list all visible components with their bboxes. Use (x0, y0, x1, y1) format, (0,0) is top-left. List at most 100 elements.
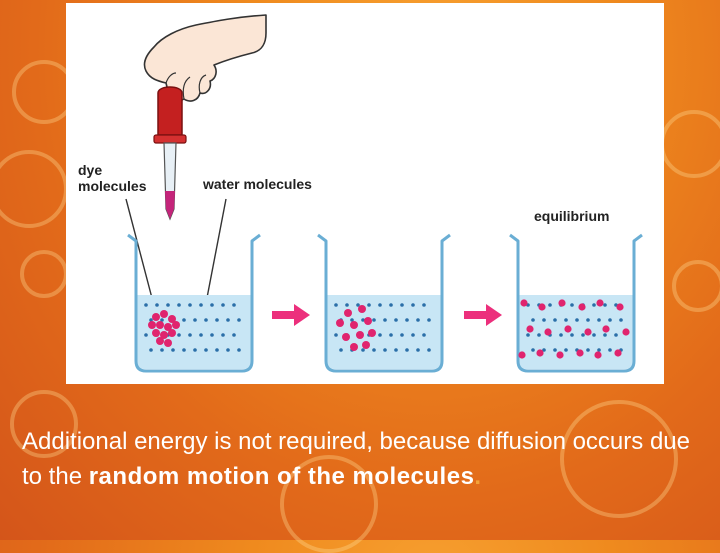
water-molecule (237, 318, 241, 322)
dye-molecule (356, 331, 364, 339)
water-molecule (422, 303, 426, 307)
water-molecule (166, 303, 170, 307)
water-molecule (411, 333, 415, 337)
dye-molecule (362, 341, 370, 349)
dye-molecule (358, 305, 366, 313)
water-molecule (182, 348, 186, 352)
diffusion-figure: dye molecules water molecules equilibriu… (66, 3, 664, 384)
dye-molecule (596, 299, 604, 307)
water-molecule (210, 303, 214, 307)
caption-emphasis: random motion of the molecules (88, 463, 475, 490)
dropper-collar (153, 134, 187, 144)
water-molecule (149, 318, 153, 322)
water-molecule (570, 303, 574, 307)
pointer-line-water (205, 198, 227, 304)
water-molecule (383, 318, 387, 322)
beaker-glass (317, 233, 451, 373)
dye-molecule (148, 321, 156, 329)
water-molecule (389, 333, 393, 337)
dye-molecule (614, 349, 622, 357)
water-molecule (564, 348, 568, 352)
beaker-glass (509, 233, 643, 373)
caption-text: Additional energy is not required, becau… (22, 424, 702, 494)
water-molecule (592, 333, 596, 337)
water-molecule (575, 318, 579, 322)
background-ring (20, 250, 68, 298)
dye-molecule (622, 328, 630, 336)
water-molecule (160, 318, 164, 322)
water-molecule (586, 348, 590, 352)
dye-molecule (156, 337, 164, 345)
water-molecule (416, 348, 420, 352)
water-molecule (400, 333, 404, 337)
water-molecule (199, 333, 203, 337)
water-molecule (149, 348, 153, 352)
water-molecule (537, 333, 541, 337)
water-molecule (334, 333, 338, 337)
water-molecule (553, 318, 557, 322)
dye-molecule (526, 325, 534, 333)
water-molecule (586, 318, 590, 322)
water-molecule (160, 348, 164, 352)
water-molecule (339, 348, 343, 352)
water-molecule (597, 348, 601, 352)
water-molecule (405, 348, 409, 352)
water-molecule (422, 333, 426, 337)
water-molecule (182, 318, 186, 322)
water-molecule (204, 318, 208, 322)
water-molecule (597, 318, 601, 322)
water-molecule (389, 303, 393, 307)
dye-molecule (152, 329, 160, 337)
water-molecule (372, 318, 376, 322)
beaker-glass (127, 233, 261, 373)
diffusion-diagram: dye molecules water molecules equilibriu… (78, 14, 643, 373)
water (518, 295, 634, 369)
dropper-dye (165, 191, 175, 219)
water-molecule (570, 333, 574, 337)
dye-molecule (172, 321, 180, 329)
water-molecule (394, 348, 398, 352)
water-molecule (345, 303, 349, 307)
dye-molecule (164, 323, 172, 331)
water-molecule (427, 348, 431, 352)
beaker-1 (127, 233, 261, 373)
water-molecule (542, 318, 546, 322)
dye-molecule (168, 315, 176, 323)
arrows (272, 304, 502, 326)
arrow-2 (464, 304, 502, 326)
background-ring (0, 150, 68, 228)
water-molecule (619, 318, 623, 322)
water-molecule (405, 318, 409, 322)
water-molecule (603, 303, 607, 307)
dye-molecule (520, 299, 528, 307)
dye-molecule (364, 317, 372, 325)
water-molecule (383, 348, 387, 352)
water-molecule (427, 318, 431, 322)
background-ring (10, 390, 78, 458)
water-molecule (155, 303, 159, 307)
dye-molecule (602, 325, 610, 333)
water-molecule (350, 318, 354, 322)
dye-molecule (168, 329, 176, 337)
beaker-3 (509, 233, 643, 373)
dye-molecule (584, 328, 592, 336)
dye-molecule (564, 325, 572, 333)
water-molecule (144, 333, 148, 337)
water-molecule (204, 348, 208, 352)
label-dye: dye (78, 162, 102, 178)
arrow-1 (272, 304, 310, 326)
dye-molecule (578, 303, 586, 311)
water-molecule (188, 303, 192, 307)
dye-molecule (536, 349, 544, 357)
water-molecule (226, 318, 230, 322)
water-molecule (171, 348, 175, 352)
dye-molecule (344, 309, 352, 317)
background-ring (560, 400, 678, 518)
water-molecule (232, 333, 236, 337)
water-molecule (361, 348, 365, 352)
label-water-molecules: water molecules (202, 176, 312, 192)
dye-molecule (350, 343, 358, 351)
water-molecule (608, 348, 612, 352)
water-molecule (526, 333, 530, 337)
finger-line (198, 74, 207, 94)
